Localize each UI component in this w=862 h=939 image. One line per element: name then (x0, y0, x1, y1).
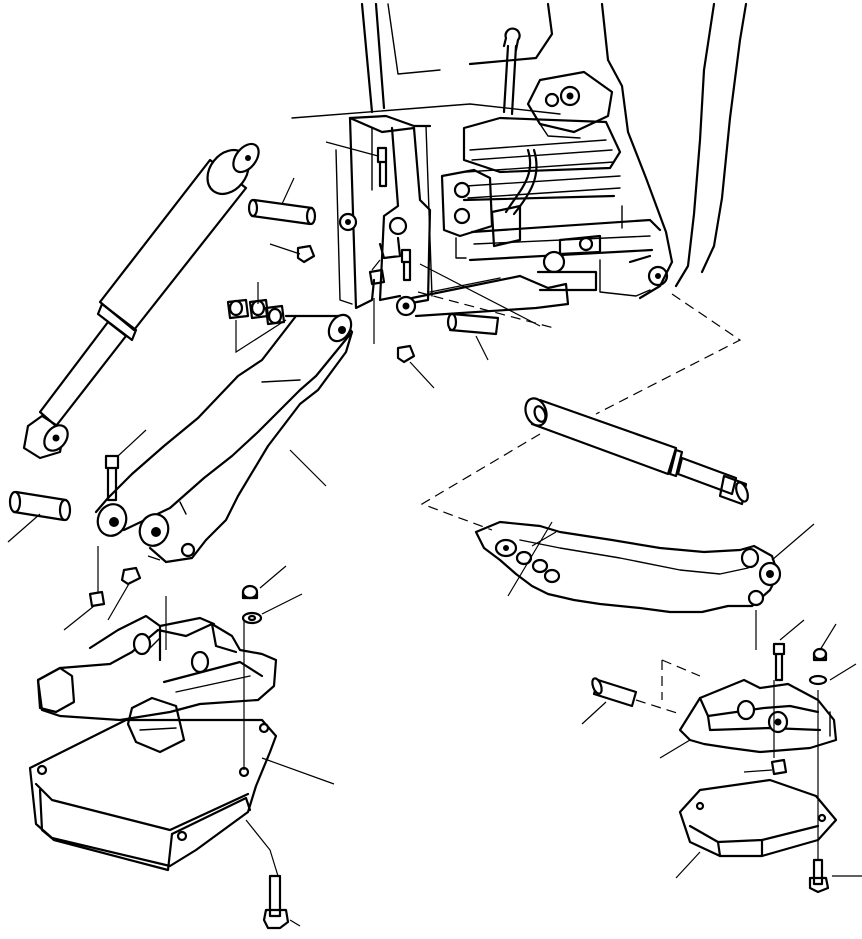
bolt (88, 454, 142, 608)
bushing (226, 298, 286, 326)
mount-bracket-left (36, 614, 278, 754)
loader-arm-right (474, 520, 782, 614)
pin-upper (247, 198, 317, 226)
pin-lower-right (446, 312, 500, 336)
bolt (376, 146, 412, 282)
washer (241, 584, 263, 625)
bolt (770, 642, 830, 894)
pin-bottom-right (591, 677, 638, 708)
machine-frame (291, 2, 748, 318)
phantom-lines (417, 291, 742, 715)
bolt (262, 874, 290, 930)
loader-arm-left (94, 313, 354, 564)
leader-lines (7, 141, 862, 927)
hydraulic-cylinder-left (22, 142, 260, 460)
hydraulic-cylinder-right (524, 397, 749, 506)
base-plate-right (678, 778, 838, 858)
pin-left (8, 490, 72, 522)
base-plate-left (28, 718, 278, 872)
nut (296, 244, 416, 364)
mount-bracket-right (678, 678, 838, 754)
